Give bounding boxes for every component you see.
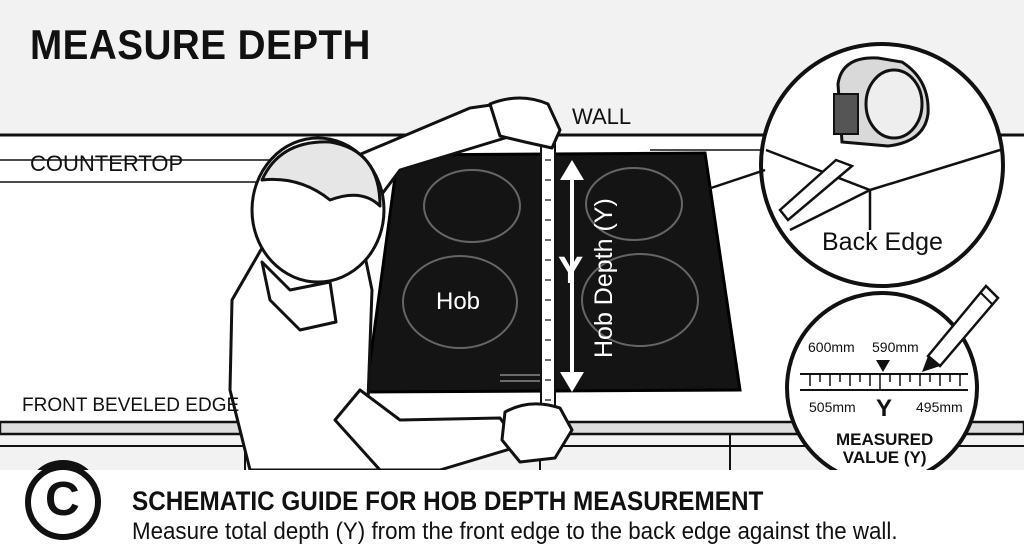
burner-bottom-right	[581, 253, 699, 347]
countertop-label: COUNTERTOP	[30, 151, 184, 176]
burner-top-right	[585, 167, 683, 241]
burner-bottom-left	[402, 255, 518, 349]
person-figure	[228, 96, 574, 472]
gauge-ticks	[809, 374, 961, 390]
caption-instruction: Measure total depth (Y) from the front e…	[132, 518, 898, 545]
hob-controls	[500, 374, 540, 382]
footer-band	[0, 470, 1024, 551]
gauge-pointer	[876, 360, 890, 372]
gauge-label-495: 495mm	[916, 399, 963, 415]
back-edge-inset	[704, 42, 1005, 288]
gauge-label-600: 600mm	[808, 339, 855, 355]
tape-measure-icon	[778, 56, 930, 222]
gauge-label-590: 590mm	[872, 339, 919, 355]
measured-value-caption: MEASURED VALUE (Y)	[836, 430, 934, 467]
gauge-inset	[785, 284, 1000, 485]
wall-label: WALL	[572, 104, 632, 129]
page-title: MEASURE DEPTH	[30, 21, 371, 68]
caption-heading: SCHEMATIC GUIDE FOR HOB DEPTH MEASUREMEN…	[132, 486, 764, 516]
depth-symbol: Y	[558, 250, 584, 292]
gauge-label-505: 505mm	[809, 399, 856, 415]
back-edge-label: Back Edge	[822, 228, 943, 256]
badge-letter: C	[45, 473, 80, 526]
pencil-icon	[922, 284, 1000, 372]
front-edge-label: FRONT BEVELED EDGE	[22, 395, 240, 416]
burner-top-left	[423, 169, 521, 243]
hob-label: Hob	[436, 288, 481, 315]
hob-depth-label: Hob Depth (Y)	[590, 198, 618, 358]
gauge-symbol: Y	[876, 395, 893, 422]
double-arrow-icon	[560, 160, 584, 392]
